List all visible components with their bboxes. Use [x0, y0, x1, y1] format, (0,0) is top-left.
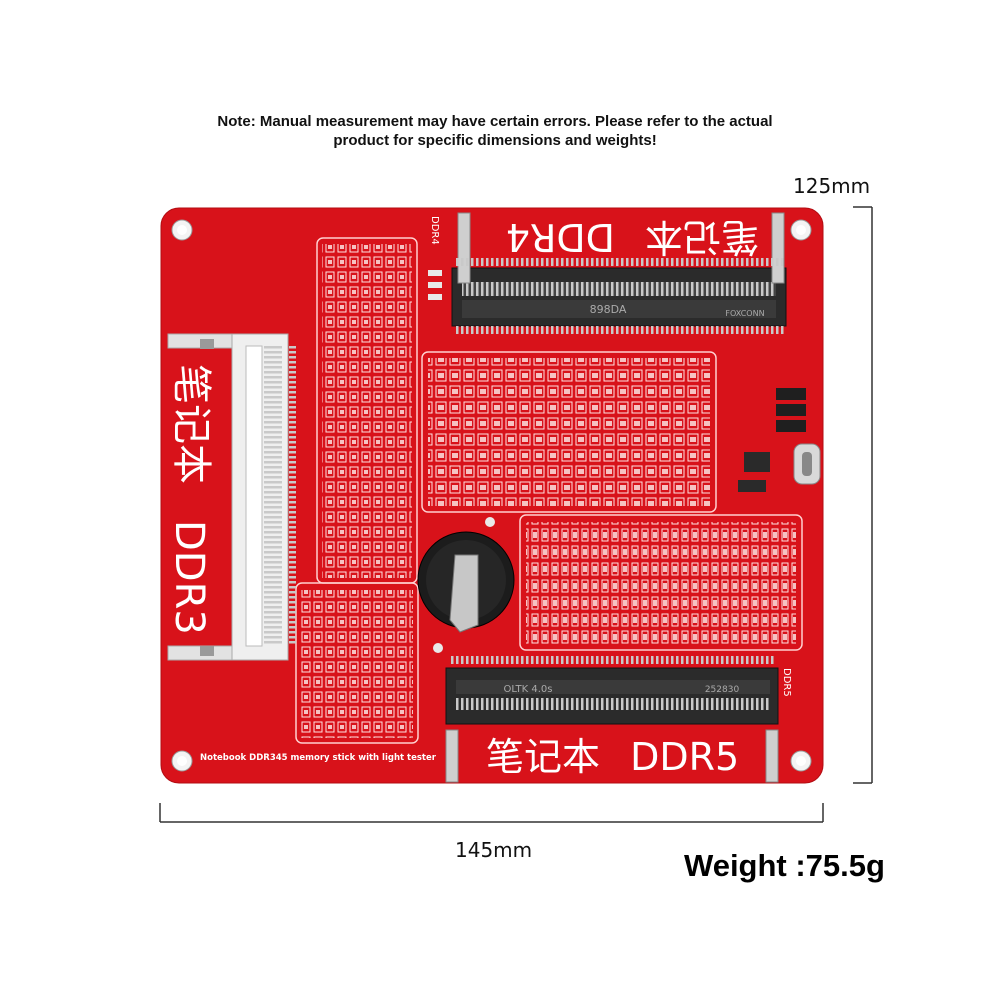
height-dimension-line	[853, 206, 873, 784]
battery-holder	[417, 517, 515, 653]
ddr5-title-group: 笔记本 DDR5	[486, 735, 739, 779]
ddr4-title-group: 笔记本 DDR4	[506, 215, 759, 259]
ddr5-chinese-label: 笔记本	[486, 735, 600, 779]
ddr5-slot-mark: OLTK 4.0s	[503, 684, 552, 695]
ddr4-title: DDR4	[506, 215, 615, 259]
ddr4-slot: 898DA FOXCONN	[451, 212, 787, 334]
ddr3-slot	[167, 333, 296, 661]
ddr5-title: DDR5	[630, 735, 739, 779]
led-panels	[295, 237, 803, 744]
ddr4-title-line: 笔记本 DDR4	[506, 215, 759, 259]
ddr4-side-label: DDR4	[429, 216, 440, 245]
ddr5-slot-code: 252830	[705, 685, 740, 695]
width-dimension-label: 145mm	[455, 838, 533, 862]
ddr5-title-line: 笔记本 DDR5	[486, 735, 739, 779]
note-line-1: Note: Manual measurement may have certai…	[217, 113, 773, 130]
mounting-holes	[171, 219, 812, 772]
note-line-2: product for specific dimensions and weig…	[333, 132, 657, 149]
led-arrays	[301, 244, 796, 738]
usb-c-port	[793, 443, 821, 485]
ddr4-slot-mark: 898DA	[590, 303, 627, 316]
board-caption: Notebook DDR345 memory stick with light …	[200, 753, 437, 763]
ddr4-chinese-label: 笔记本	[645, 215, 759, 259]
ddr4-slot-brand: FOXCONN	[725, 309, 764, 318]
ddr3-chinese-label: 笔记本	[168, 364, 214, 484]
ddr5-side-label: DDR5	[781, 668, 792, 697]
width-dimension-line	[159, 803, 824, 823]
weight-label: Weight :75.5g	[684, 848, 885, 883]
power-components	[428, 270, 806, 492]
measurement-note: Note: Manual measurement may have certai…	[160, 112, 830, 150]
ddr3-title-group: 笔记本 DDR3	[166, 364, 214, 635]
ddr3-title: DDR3	[166, 520, 212, 635]
height-dimension-label: 125mm	[793, 174, 871, 198]
ddr5-slot: OLTK 4.0s 252830	[445, 656, 779, 783]
